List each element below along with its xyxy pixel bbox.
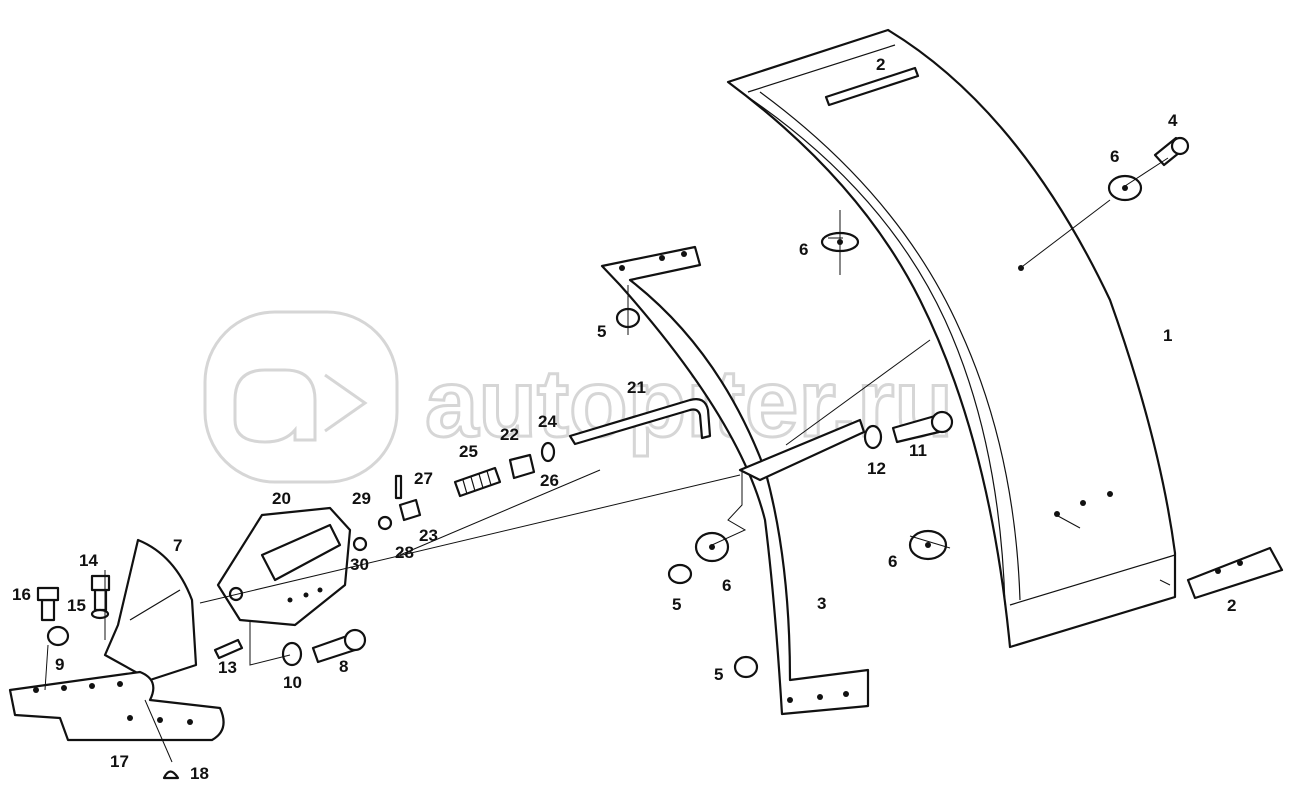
callout-8: 8 (339, 657, 348, 676)
watermark: autopiter.ru (203, 310, 955, 484)
callouts: 1 2 2 3 4 5 5 5 6 6 6 6 7 8 9 10 11 12 1… (12, 55, 1236, 783)
part-2-strip-top (824, 66, 920, 107)
callout-5-top: 5 (597, 322, 606, 341)
callout-17: 17 (110, 752, 129, 771)
part-2-strip-bottom (1186, 546, 1284, 600)
callout-7: 7 (173, 536, 182, 555)
callout-21: 21 (627, 378, 646, 397)
callout-4: 4 (1168, 111, 1178, 130)
part-17-plate (8, 670, 225, 742)
part-16-bolt (36, 586, 60, 622)
callout-24: 24 (538, 412, 557, 431)
callout-14: 14 (79, 551, 98, 570)
part-25-spring (453, 466, 502, 498)
part-6-washer-c (908, 529, 948, 561)
callout-30: 30 (350, 555, 369, 574)
part-27-pin (394, 474, 403, 500)
callout-6-c: 6 (888, 552, 897, 571)
callout-5-bottom: 5 (714, 665, 723, 684)
callout-27: 27 (414, 469, 433, 488)
callout-15: 15 (67, 596, 86, 615)
part-5-nut-c (733, 655, 759, 679)
part-4-bolt (1153, 136, 1190, 167)
callout-28: 28 (395, 543, 414, 562)
part-30-nut (352, 536, 368, 552)
part-5-nut-b (667, 563, 693, 585)
part-6-washer-d (694, 531, 730, 563)
part-11-bolt (891, 410, 954, 444)
callout-13: 13 (218, 658, 237, 677)
part-20-housing (216, 506, 352, 627)
part-3-bracket (600, 245, 870, 716)
callout-5-middle: 5 (672, 595, 681, 614)
callout-2-top: 2 (876, 55, 885, 74)
callout-18: 18 (190, 764, 209, 783)
callout-29: 29 (352, 489, 371, 508)
part-18-cap (162, 770, 180, 780)
part-10-washer (281, 641, 303, 667)
part-9-nut (46, 625, 70, 647)
part-12-washer (863, 424, 883, 450)
part-8-bolt (311, 628, 367, 664)
callout-9: 9 (55, 655, 64, 674)
part-21-rod (568, 398, 712, 446)
callout-1: 1 (1163, 326, 1172, 345)
part-14-bolt (90, 574, 111, 612)
part-29-nut (377, 515, 393, 531)
watermark-logo-icon (203, 310, 399, 484)
callout-2-bottom: 2 (1227, 596, 1236, 615)
callout-3: 3 (817, 594, 826, 613)
part-23-clip (398, 498, 422, 522)
callout-16: 16 (12, 585, 31, 604)
part-22-bushing (508, 453, 536, 480)
callout-20: 20 (272, 489, 291, 508)
callout-22: 22 (500, 425, 519, 444)
callout-6-a: 6 (1110, 147, 1119, 166)
part-6-washer-a (1107, 174, 1143, 202)
callout-26: 26 (540, 471, 559, 490)
callout-6-b: 6 (799, 240, 808, 259)
callout-25: 25 (459, 442, 478, 461)
callout-10: 10 (283, 673, 302, 692)
part-13-pin (213, 638, 244, 660)
part-1-mudguard (726, 28, 1177, 649)
part-26-ring (540, 441, 556, 463)
callout-23: 23 (419, 526, 438, 545)
leader-lines (44, 157, 1171, 763)
callout-11: 11 (909, 441, 927, 460)
callout-6-d: 6 (722, 576, 731, 595)
part-7-mount (103, 538, 198, 682)
part-15-washer (90, 608, 110, 620)
callout-12: 12 (867, 459, 886, 478)
